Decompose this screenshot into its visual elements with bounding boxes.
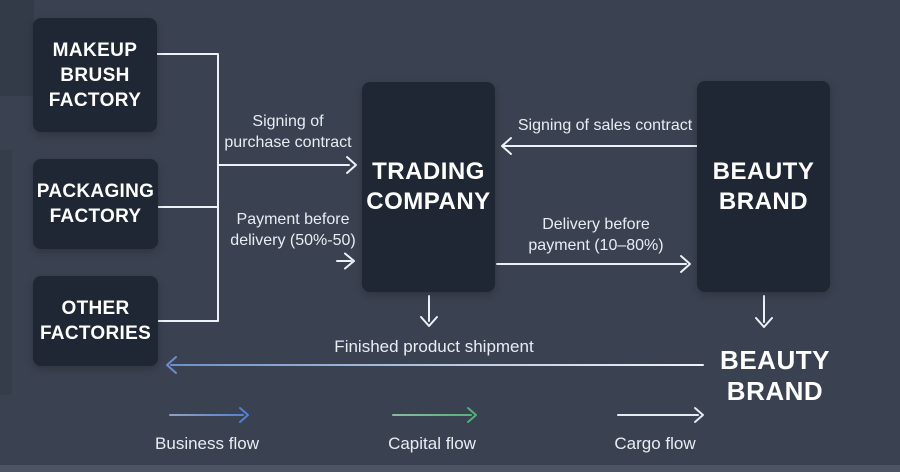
- shipment-arrow: [166, 356, 704, 374]
- edge-label-line: purchase contract: [224, 134, 352, 151]
- node-label-line: BEAUTY: [720, 345, 830, 375]
- edge-label-payment-before-delivery: Payment before delivery (50%-50): [230, 209, 355, 251]
- legend-label-capital-flow: Capital flow: [388, 434, 476, 453]
- node-label-line: FACTORY: [49, 206, 142, 227]
- edge-label-line: Delivery before: [542, 216, 650, 233]
- node-trading-company: TRADING COMPANY: [362, 82, 495, 292]
- node-label-line: FACTORY: [48, 89, 142, 111]
- edge-label-line: payment (10–80%): [528, 237, 664, 254]
- edge-label-sales-contract: Signing of sales contract: [517, 117, 693, 134]
- edge-label-purchase-contract: Signing of purchase contract: [224, 111, 351, 153]
- node-label-line: PACKAGING: [36, 181, 155, 202]
- node-beauty-brand: BEAUTY BRAND: [697, 81, 830, 292]
- node-beauty-brand-destination: BEAUTY BRAND: [720, 345, 830, 407]
- edge-label-line: delivery (50%-50): [230, 232, 356, 249]
- legend-capital-arrow: [392, 407, 477, 423]
- legend-label-cargo-flow: Cargo flow: [614, 434, 696, 453]
- node-label-line: BRUSH: [60, 64, 130, 86]
- node-label-line: MAKEUP: [52, 39, 138, 61]
- node-label-line: BRAND: [726, 376, 824, 406]
- beauty-output-arrow: [755, 295, 773, 328]
- node-label-line: FACTORIES: [39, 323, 152, 344]
- edge-label-delivery-before-payment: Delivery before payment (10–80%): [528, 214, 663, 256]
- legend-cargo-arrow: [617, 407, 704, 423]
- node-label-line: TRADING: [372, 158, 485, 185]
- node-other-factories: OTHER FACTORIES: [33, 276, 158, 366]
- edge-label-line: Payment before: [236, 211, 350, 228]
- purchase-contract-arrow: [217, 156, 357, 174]
- node-label-line: BRAND: [718, 187, 809, 215]
- node-makeup-brush-factory: MAKEUP BRUSH FACTORY: [33, 18, 157, 132]
- trading-output-arrow: [420, 295, 438, 327]
- edge-label-line: Signing of: [252, 113, 324, 130]
- legend-business-arrow: [169, 407, 249, 423]
- edge-label-finished-product-shipment: Finished product shipment: [334, 337, 534, 356]
- payment-arrow: [336, 252, 355, 270]
- node-packaging-factory: PACKAGING FACTORY: [33, 159, 158, 249]
- factory-connector-lines: [156, 53, 219, 322]
- delivery-arrow: [496, 255, 691, 273]
- node-label-line: OTHER: [61, 298, 130, 319]
- legend-label-business-flow: Business flow: [155, 434, 259, 453]
- node-label-line: COMPANY: [366, 188, 491, 215]
- node-label-line: BEAUTY: [712, 157, 815, 185]
- sales-contract-arrow: [501, 137, 698, 155]
